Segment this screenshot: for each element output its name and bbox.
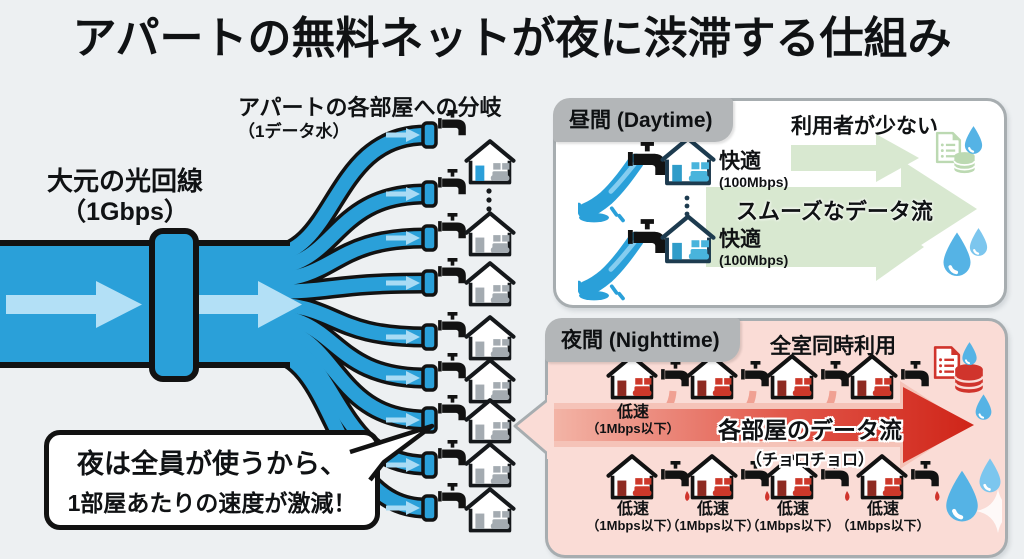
house-icon — [467, 213, 514, 254]
house-icon — [467, 360, 514, 401]
nighttime-flow-label: 各部屋のデータ流 （チョロチョロ） — [718, 411, 902, 470]
database-icon — [953, 151, 976, 175]
water-drop-icon — [968, 227, 989, 258]
house-icon — [467, 263, 514, 304]
branch-label-text: アパートの各部屋への分岐 — [238, 95, 502, 120]
daytime-art — [556, 125, 989, 301]
room-label: 快適 (100Mbps) — [719, 151, 788, 189]
house-icon — [467, 489, 514, 530]
room-house-icons — [467, 141, 514, 530]
room-speed: （1Mbps以下） — [746, 517, 840, 533]
house-icon — [663, 139, 714, 184]
room-status: 低速 — [616, 404, 650, 421]
daytime-headline: 利用者が少ない — [791, 115, 938, 138]
nighttime-flow-line1: 各部屋のデータ流 — [718, 417, 902, 443]
room-status: 低速 — [866, 501, 900, 518]
room-status: 快適 — [719, 150, 761, 173]
water-drop-icon — [941, 231, 973, 278]
flow-arrow-icon — [6, 281, 302, 328]
house-icon — [467, 317, 514, 358]
house-icon — [467, 444, 514, 485]
house-icon — [467, 400, 514, 441]
speech-bubble: 夜は全員が使うから、 1部屋あたりの速度が激減！ — [44, 430, 380, 530]
room-status: 低速 — [696, 501, 730, 518]
nighttime-panel: 夜間 (Nighttime) 全室同時利用 — [513, 318, 1008, 558]
water-gush-icon — [576, 219, 665, 300]
nighttime-flow-line2: （チョロチョロ） — [745, 452, 874, 469]
room-status: 快適 — [719, 228, 761, 251]
water-drop-icon — [946, 471, 978, 522]
room-speed: （1Mbps以下） — [836, 517, 930, 533]
nighttime-badge: 夜間 (Nighttime) — [545, 318, 740, 362]
smooth-flow-arrow-icon — [706, 134, 977, 281]
nighttime-headline: 全室同時利用 — [770, 335, 896, 358]
main-pipe — [0, 228, 302, 382]
nighttime-bottom-row — [609, 456, 940, 501]
source-line-speed: （1Gbps） — [61, 198, 189, 227]
room-label: 低速 （1Mbps以下） — [666, 501, 760, 534]
page-title: アパートの無料ネットが夜に渋滞する仕組み — [72, 14, 952, 63]
room-speed: (100Mbps) — [719, 174, 789, 190]
water-drop-icon — [974, 393, 993, 421]
nighttime-art — [554, 341, 1002, 533]
room-status: 低速 — [776, 501, 810, 518]
nighttime-top-row — [609, 356, 929, 397]
daytime-badge: 昼間 (Daytime) — [553, 98, 733, 142]
room-status: 低速 — [616, 501, 650, 518]
speech-bubble-line2: 1部屋あたりの速度が激減！ — [67, 490, 357, 516]
branch-label-note: （1データ水） — [238, 122, 350, 142]
pipe-coupling — [149, 228, 199, 382]
daytime-room-icons — [576, 139, 713, 301]
house-icon — [663, 217, 714, 262]
ellipsis-dots — [486, 188, 492, 212]
room-speed: （1Mbps以下） — [586, 517, 680, 533]
room-label: 低速 （1Mbps以下） — [586, 404, 680, 437]
house-icon — [467, 141, 514, 182]
room-label: 快適 (100Mbps) — [719, 229, 788, 267]
room-label: 低速 （1Mbps以下） — [836, 501, 930, 534]
water-drop-icon — [963, 125, 984, 156]
water-gush-icon — [576, 141, 665, 222]
daytime-panel: 昼間 (Daytime) 利用者が少ない — [553, 98, 1007, 308]
room-speed: （1Mbps以下） — [586, 420, 680, 436]
source-line-label: 大元の光回線 （1Gbps） — [20, 166, 230, 227]
room-label: 低速 （1Mbps以下） — [746, 501, 840, 534]
sparkle-icon — [976, 489, 1002, 533]
congested-flow-arrow-icon — [554, 381, 974, 469]
pipe-branch-diagram — [0, 110, 560, 559]
speech-bubble-line1: 夜は全員が使うから、 — [77, 449, 347, 479]
nighttime-panel-tail — [513, 395, 553, 459]
daytime-flow-label: スムーズなデータ流 — [736, 199, 933, 224]
branch-fittings — [386, 110, 466, 522]
branch-label: アパートの各部屋への分岐 （1データ水） — [238, 96, 518, 141]
room-speed: (100Mbps) — [719, 252, 789, 268]
database-icon — [954, 363, 984, 394]
water-drop-icon — [978, 457, 1002, 494]
water-drop-icon — [961, 341, 978, 367]
room-speed: （1Mbps以下） — [666, 517, 760, 533]
speech-bubble-tail — [349, 423, 435, 482]
source-line-label-text: 大元の光回線 — [46, 166, 203, 196]
room-label: 低速 （1Mbps以下） — [586, 501, 680, 534]
